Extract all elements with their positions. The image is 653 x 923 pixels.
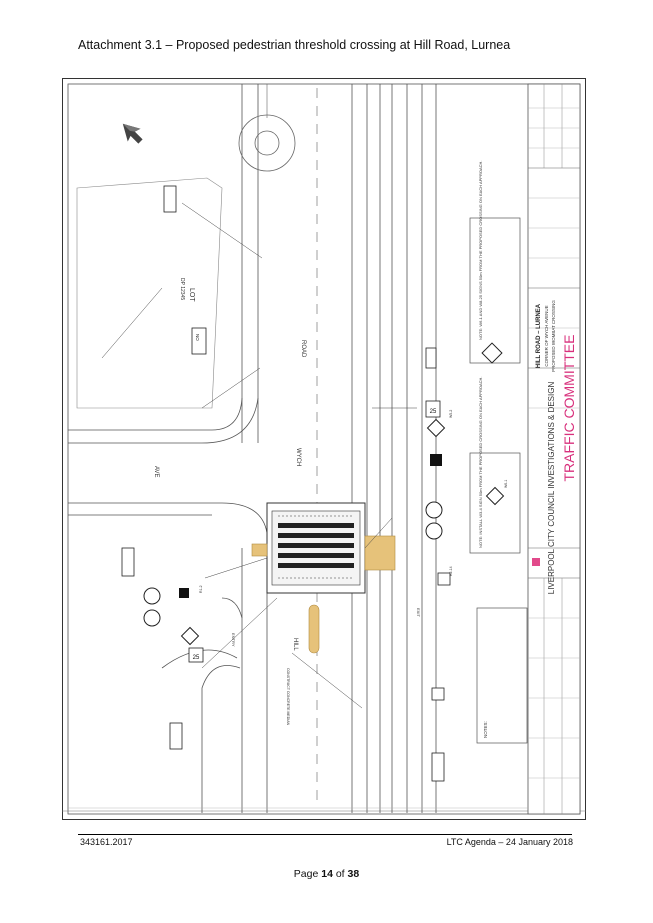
council-logo [532,558,540,566]
north-arrow-icon [122,123,143,144]
warning-sign-top [481,342,503,364]
no-stopping-label: NO [195,334,200,341]
page-number: Page 14 of 38 [0,868,653,880]
wych-label: WYCH [295,448,301,466]
keep-left-sign-icon [425,501,443,519]
chevron-sign-left-icon [179,588,189,598]
page-total: 38 [347,868,360,880]
warning-sign-mid [426,418,446,438]
project-title-3: PROPOSED WOMBAT CROSSING [551,300,556,372]
note-a: NOTE: INSTALL W3-4 SIGN 50m FROM THE PRO… [478,376,483,548]
direction-sign-icon [431,687,445,701]
sign-code-w61: W6-1 [504,480,508,488]
parking-sign-bottom-right [431,752,445,782]
exit-label: EXIT [416,608,421,617]
council-label: LIVERPOOL CITY COUNCIL INVESTIGATIONS & … [547,382,556,595]
page-of: of [335,868,345,880]
keep-left-sign-left-icon [143,587,161,605]
note-b: NOTE: W6-1 AND W8-25 SIGNS 50m FROM THE … [478,160,483,340]
warning-sign-w61 [485,486,505,506]
speed-plate-top [425,400,441,418]
sign-code-r12: R1-2 [199,585,203,593]
project-title-1: HILL ROAD – LURNEA [536,303,542,368]
parking-sign-top [163,185,177,213]
page-current: 14 [321,868,333,880]
footer-divider [78,834,572,835]
page-label: Page [293,868,319,880]
no-stopping-sign [191,327,207,355]
note-box-top [469,217,521,364]
notes-label: NOTES: [483,721,488,738]
warning-sign-left [180,626,200,646]
parking-sign-road [425,347,437,369]
agenda-date: LTC Agenda – 24 January 2018 [446,837,573,847]
traffic-plan-drawing: TRAFFIC COMMITTEE LIVERPOOL CITY COUNCIL… [62,78,586,820]
speed-plate-top-label: 25 [430,409,437,415]
project-title-2: CORNER OF WYCH AVENUE [544,305,549,366]
keep-left-sign-left-icon-2 [143,609,161,627]
keep-left-sign-icon-2 [425,522,443,540]
speed-plate-left [188,647,204,663]
notes-box [476,607,528,744]
turn-sign-icon [437,572,451,586]
kerb-extension-right [364,535,396,571]
committee-label: TRAFFIC COMMITTEE [561,335,577,482]
chevron-sign-icon [430,454,442,466]
hill-label: HILL [292,638,298,651]
kerb-extension-left [251,543,268,557]
page-title: Attachment 3.1 – Proposed pedestrian thr… [78,38,511,52]
road-label: ROAD [300,340,306,358]
entry-label: ENTRY [231,633,236,647]
ave-label: AVE [153,466,159,478]
lot-label: LOT [188,288,195,302]
sign-code-w52: W5-2 [449,410,453,418]
parking-sign-bottom [169,722,183,750]
sign-code-r214: R2-14 [449,566,453,576]
concrete-median [308,604,320,654]
lot-dp-label: DP 12345 [179,278,185,300]
speed-plate-left-label: 25 [193,655,200,661]
document-number: 343161.2017 [80,837,133,847]
construct-label: CONSTRUCT CONCRETE MEDIAN [286,668,290,726]
pedestrian-crossing [266,502,366,594]
parking-sign-left [121,547,135,577]
